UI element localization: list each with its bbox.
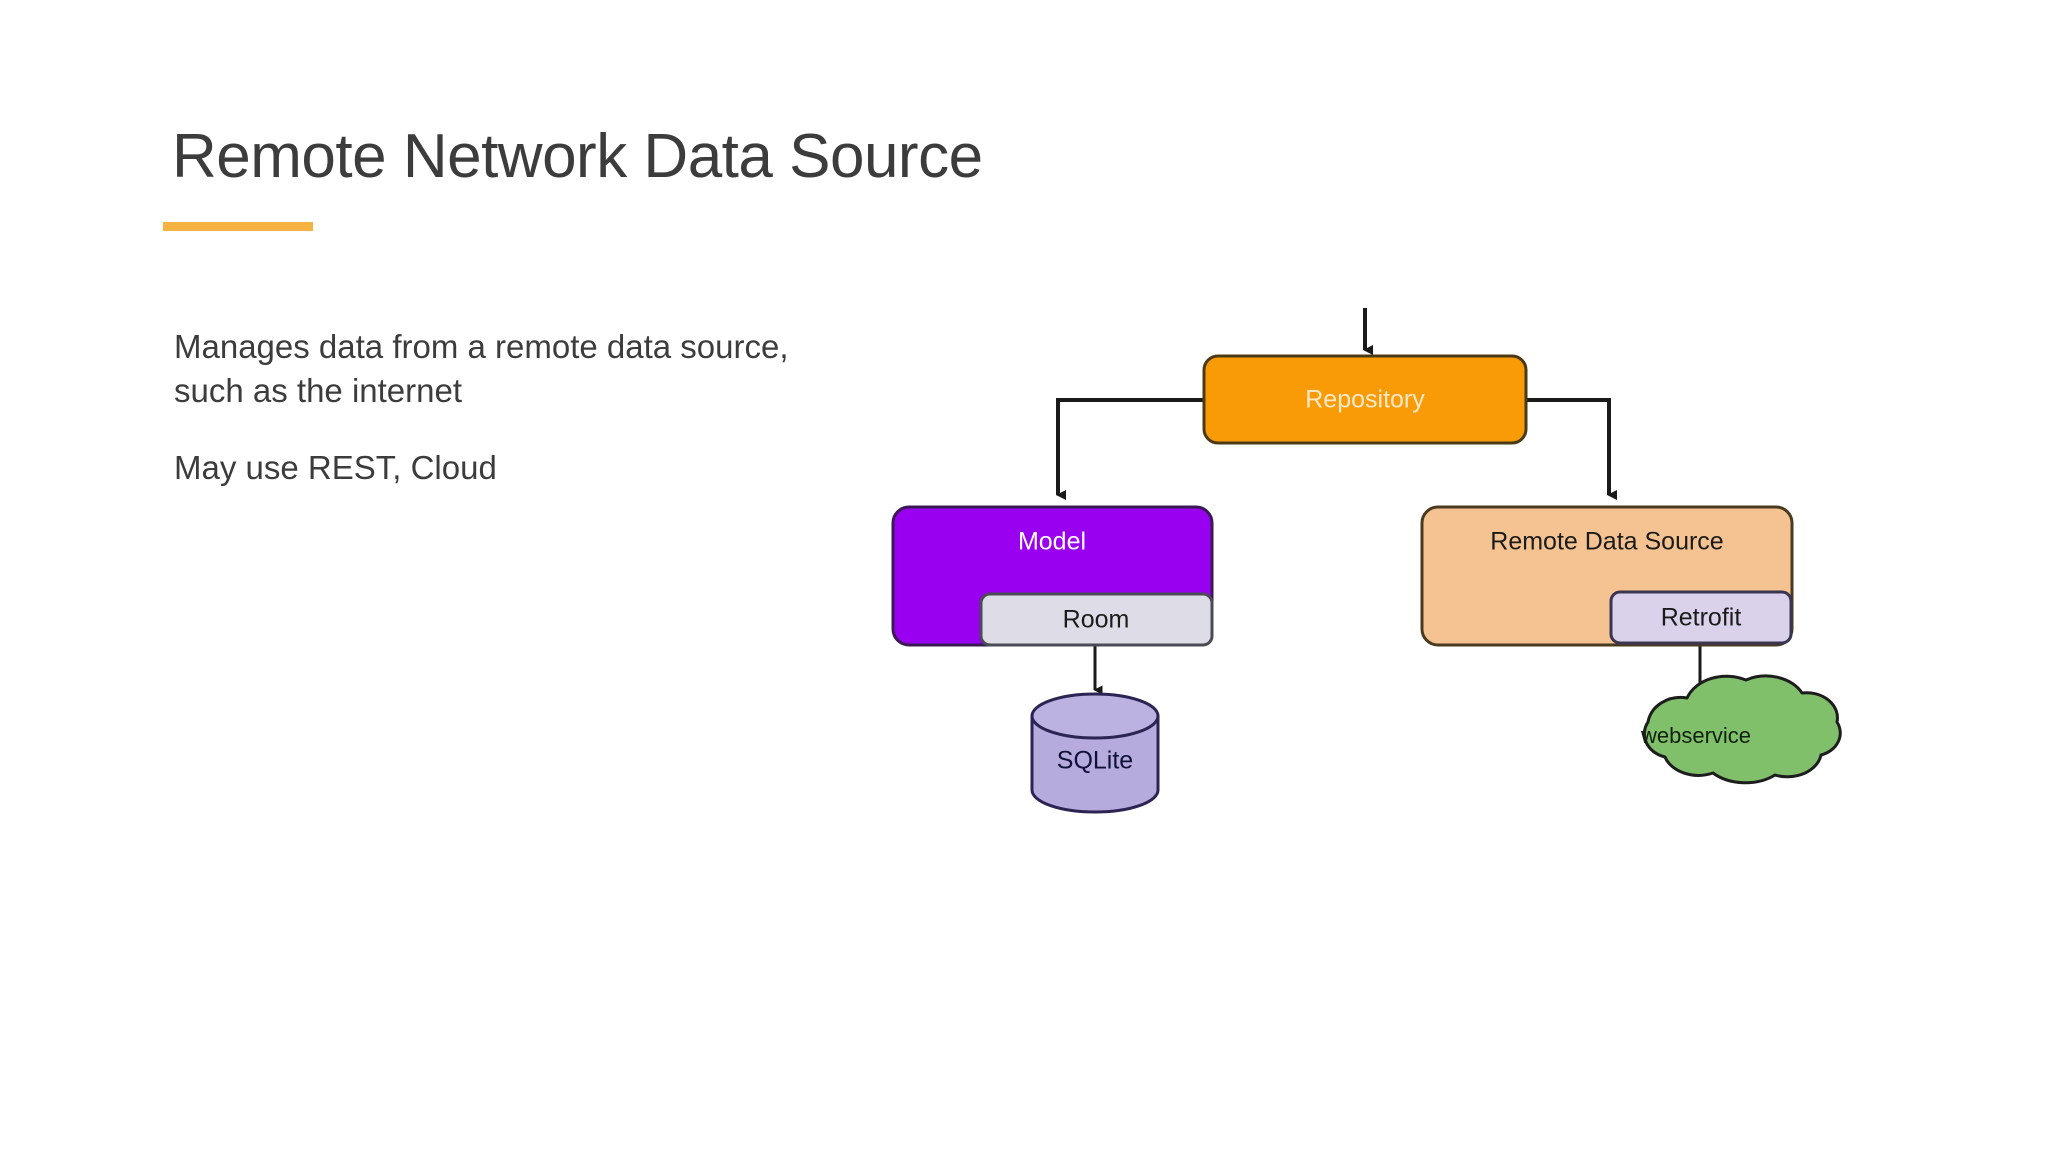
node-repository[interactable]: Repository — [1202, 354, 1528, 445]
node-model[interactable]: Model — [891, 505, 1214, 647]
node-room-label: Room — [1063, 606, 1130, 634]
node-webservice-label: webservice — [1640, 723, 1751, 748]
node-repository-label: Repository — [1305, 386, 1425, 414]
page-title: Remote Network Data Source — [172, 122, 983, 191]
node-retrofit-label: Retrofit — [1661, 604, 1742, 632]
node-remote-data-source[interactable]: Remote Data Source — [1420, 505, 1794, 647]
node-retrofit[interactable]: Retrofit — [1609, 590, 1793, 645]
node-webservice[interactable]: webservice — [1640, 674, 1842, 785]
node-model-label: Model — [1018, 528, 1086, 556]
title-accent-underline — [163, 222, 313, 231]
node-room[interactable]: Room — [979, 592, 1214, 647]
body-paragraph-2: May use REST, Cloud — [174, 449, 497, 487]
body-text-block: Manages data from a remote data source, … — [174, 325, 794, 524]
edge-repository-to-model — [1056, 398, 1204, 500]
body-paragraph-1: Manages data from a remote data source, … — [174, 328, 789, 409]
node-remote-data-source-label: Remote Data Source — [1490, 528, 1723, 556]
node-sqlite[interactable]: SQLite — [1030, 692, 1160, 814]
node-sqlite-label: SQLite — [1057, 747, 1133, 775]
edge-repository-to-remote-data-source — [1526, 398, 1617, 500]
